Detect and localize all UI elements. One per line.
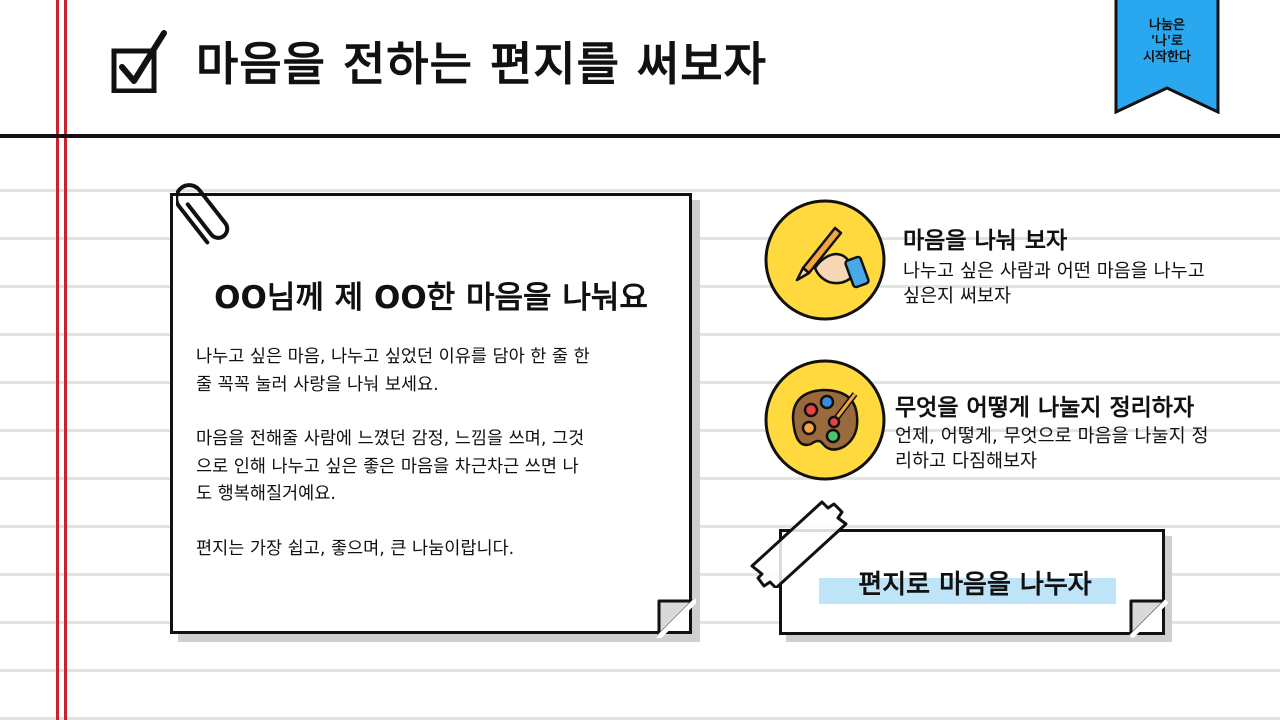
note-card [170, 193, 692, 634]
masking-tape-icon [750, 500, 848, 588]
label-card-text: 편지로 마음을 나누자 [858, 570, 1092, 600]
feature-title: 무엇을 어떻게 나눌지 정리하자 [895, 395, 1195, 421]
ribbon-line: '나'로 [1151, 34, 1183, 49]
page-fold-icon [1129, 599, 1168, 638]
note-paragraph: 편지는 가장 쉽고, 좋으며, 큰 나눔이랍니다. [196, 538, 515, 559]
note-paragraph: 마음을 전해줄 사람에 느꼈던 감정, 느낌을 쓰며, 그것 으로 인해 나누고… [196, 429, 585, 504]
bookmark-ribbon: 나눔은 '나'로 시작한다 [1114, 0, 1220, 114]
note-paragraph: 나누고 싶은 마음, 나누고 싶었던 이유를 담아 한 줄 한 줄 꼭꼭 눌러 … [196, 347, 590, 395]
checkbox-checked-icon [111, 30, 167, 93]
header-divider [0, 134, 1280, 138]
ribbon-text: 나눔은 '나'로 시작한다 [1114, 18, 1220, 66]
note-card-body: 나누고 싶은 마음, 나누고 싶었던 이유를 담아 한 줄 한 줄 꼭꼭 눌러 … [196, 344, 666, 590]
note-card-title: OO님께 제 OO한 마음을 나눠요 [214, 280, 648, 316]
margin-line-left [56, 0, 59, 720]
feature-title: 마음을 나눠 보자 [903, 228, 1068, 254]
feature-description: 나누고 싶은 사람과 어떤 마음을 나누고 싶은지 써보자 [903, 261, 1205, 307]
ribbon-line: 시작한다 [1143, 50, 1191, 65]
page-fold-icon [656, 598, 696, 638]
ribbon-line: 나눔은 [1149, 18, 1185, 33]
page-header: 마음을 전하는 편지를 써보자 [110, 28, 767, 94]
paint-palette-icon [764, 359, 886, 481]
page-title: 마음을 전하는 편지를 써보자 [196, 37, 767, 91]
paperclip-icon [176, 183, 230, 245]
label-highlight [819, 578, 1116, 604]
hand-writing-pencil-icon [764, 199, 886, 321]
feature-description: 언제, 어떻게, 무엇으로 마음을 나눌지 정 리하고 다짐해보자 [895, 426, 1209, 472]
margin-line-right [64, 0, 67, 720]
